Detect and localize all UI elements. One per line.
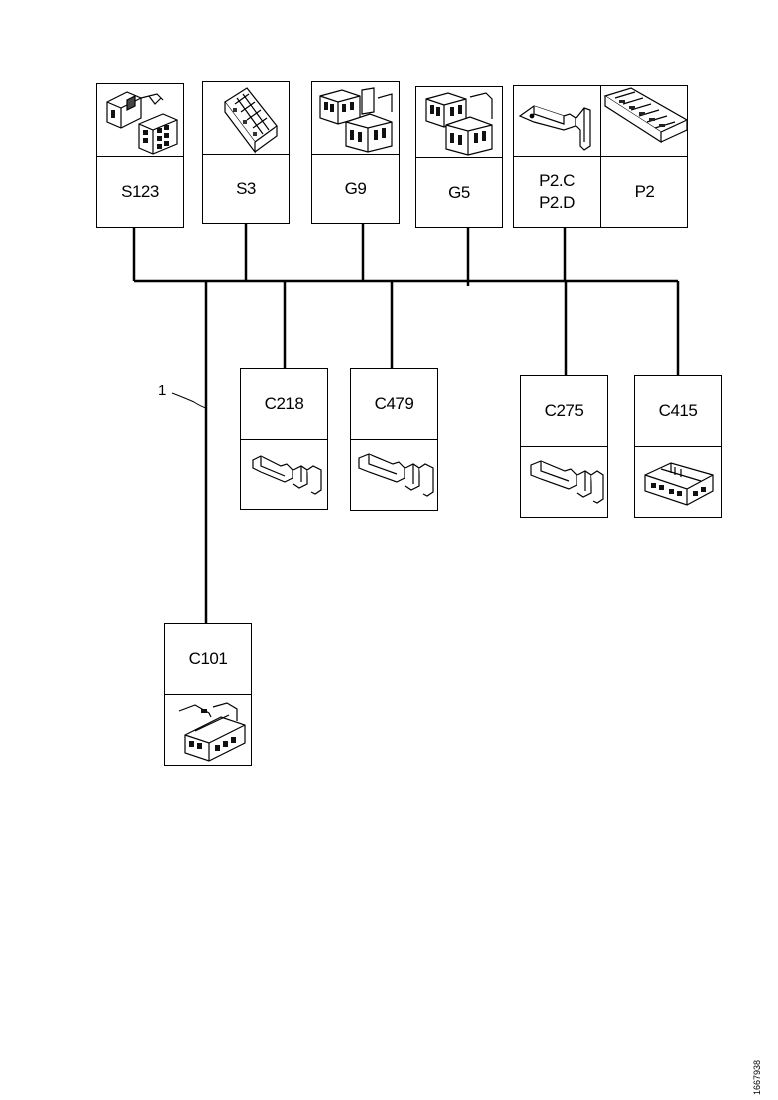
connector-housing-icon: [165, 695, 251, 765]
connector-box-S3: S3: [202, 81, 290, 224]
connector-label-P2C-P2D: P2.C P2.D: [539, 171, 575, 212]
connector-box-C218: C218: [240, 368, 328, 510]
connector-box-C415: C415: [634, 375, 722, 518]
connector-box-C101: C101: [164, 623, 252, 766]
connector-label: C415: [658, 401, 698, 420]
divider: [521, 446, 607, 447]
angled-connector-block-icon: [203, 82, 289, 154]
divider: [514, 156, 687, 157]
multi-pin-housing-icon: [312, 82, 399, 154]
crimp-terminal-icon: [521, 447, 607, 517]
connector-box-P2: P2.C P2.D P2: [513, 85, 689, 228]
connector-box-C479: C479: [350, 368, 438, 511]
harness-reference-number: 1: [158, 382, 167, 399]
connector-label: C101: [188, 649, 228, 668]
connector-label: C479: [374, 394, 414, 413]
connector-box-G9: G9: [311, 81, 400, 224]
connector-box-C275: C275: [520, 375, 608, 518]
connector-box-G5: G5: [415, 86, 503, 228]
crimp-terminal-icon: [351, 440, 437, 510]
terminal-icon: [514, 86, 600, 156]
connector-housing-icon: [635, 447, 721, 517]
dual-connector-housing-icon: [97, 84, 183, 156]
fuse-box-icon: [601, 86, 689, 156]
connector-label: G9: [344, 179, 367, 198]
multi-pin-housing-icon: [416, 87, 502, 157]
divider: [416, 157, 502, 158]
divider: [241, 439, 327, 440]
connector-label: C275: [544, 401, 584, 420]
connector-label-P2: P2: [634, 182, 655, 201]
connector-label: C218: [264, 394, 304, 413]
divider: [165, 694, 251, 695]
connector-box-S123: S123: [96, 83, 184, 228]
divider: [97, 156, 183, 157]
divider: [635, 446, 721, 447]
crimp-terminal-icon: [241, 440, 327, 510]
divider: [203, 154, 289, 155]
connector-label: G5: [448, 182, 470, 202]
figure-id: 1667938: [752, 1059, 762, 1095]
connector-label: S3: [236, 179, 256, 198]
connector-label: S123: [121, 182, 159, 201]
reference-leader-line: [171, 392, 207, 409]
divider: [351, 439, 437, 440]
divider: [312, 154, 399, 155]
